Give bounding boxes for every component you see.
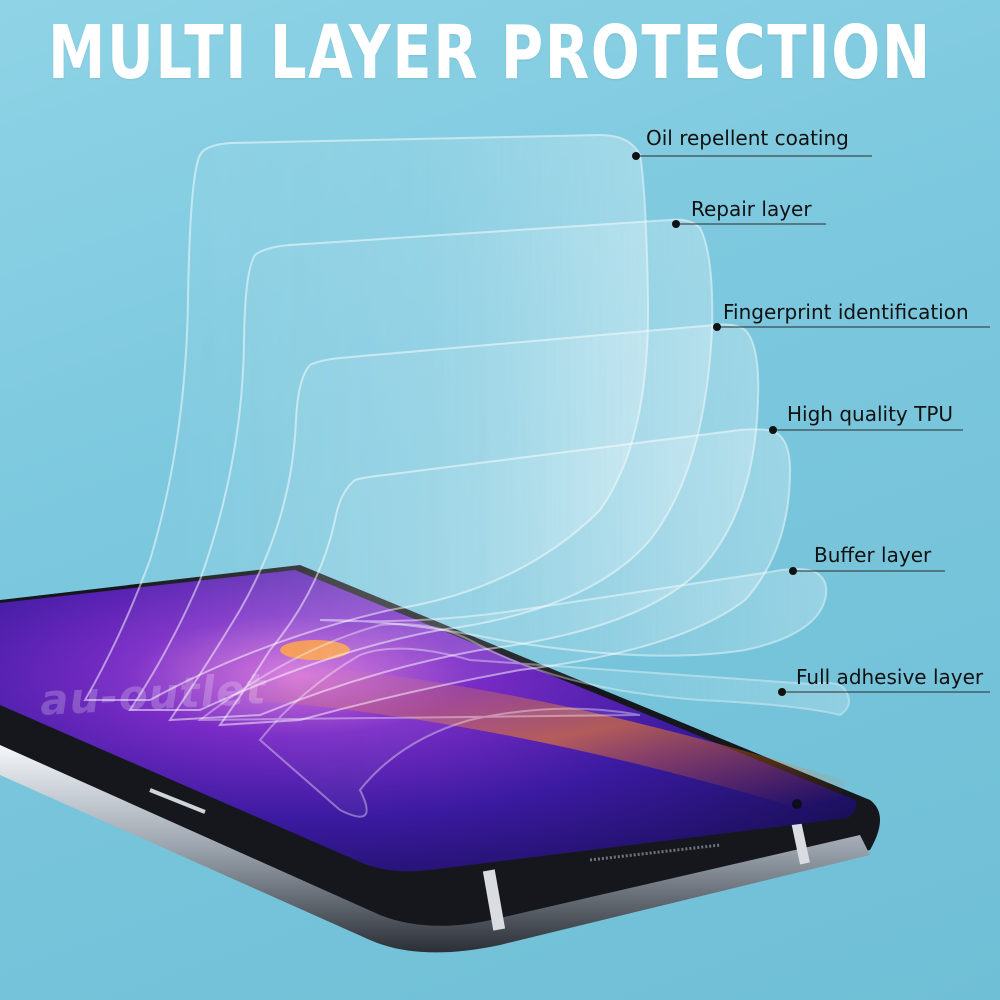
label-high-quality-tpu: High quality TPU (787, 402, 954, 426)
page-title: MULTI LAYER PROTECTION (48, 10, 932, 96)
leader-dot (769, 426, 777, 434)
leader-dot (789, 567, 797, 575)
leader-dot (672, 220, 680, 228)
leader-dots (632, 152, 797, 696)
label-buffer-layer: Buffer layer (814, 543, 932, 567)
leader-dot (632, 152, 640, 160)
leader-dot (778, 688, 786, 696)
label-full-adhesive-layer: Full adhesive layer (796, 665, 984, 689)
label-fingerprint-identification: Fingerprint identification (723, 300, 969, 324)
leader-dot (713, 323, 721, 331)
film-layers (83, 133, 850, 818)
label-repair-layer: Repair layer (691, 197, 812, 221)
label-oil-repellent-coating: Oil repellent coating (646, 126, 849, 150)
leader-lines (636, 155, 990, 693)
